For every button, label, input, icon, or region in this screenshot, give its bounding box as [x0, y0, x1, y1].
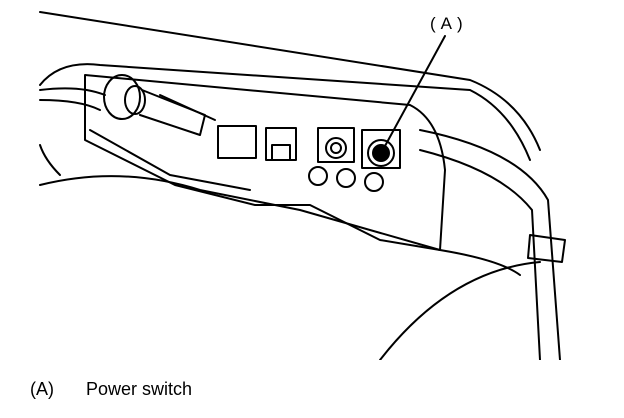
housing-top-edge [39, 11, 541, 151]
housing-side-line [39, 144, 61, 176]
right-cable [419, 129, 561, 360]
legend-text: Power switch [86, 379, 193, 399]
callout-label-a: (A) [430, 14, 468, 33]
round-jack-1 [308, 166, 328, 186]
modular-jack [265, 127, 297, 161]
left-cable [39, 87, 106, 111]
rectangular-port [217, 125, 257, 159]
device-rear-panel-diagram [39, 11, 566, 360]
panel-inner-edge [89, 129, 251, 191]
legend-key: (A) [30, 379, 54, 399]
round-jack-2 [336, 168, 356, 188]
power-switch [361, 129, 401, 169]
housing-bottom-curve [379, 261, 541, 360]
round-jack-3 [364, 172, 384, 192]
housing-upper-outline [39, 63, 531, 161]
plug-connector [103, 74, 216, 136]
callout-leader-line [384, 35, 446, 147]
housing-lower-outline [39, 175, 521, 276]
round-socket [317, 127, 355, 163]
cable-clip [527, 234, 566, 263]
legend: (A) Power switch [30, 379, 192, 400]
rear-panel-outline [84, 74, 446, 251]
